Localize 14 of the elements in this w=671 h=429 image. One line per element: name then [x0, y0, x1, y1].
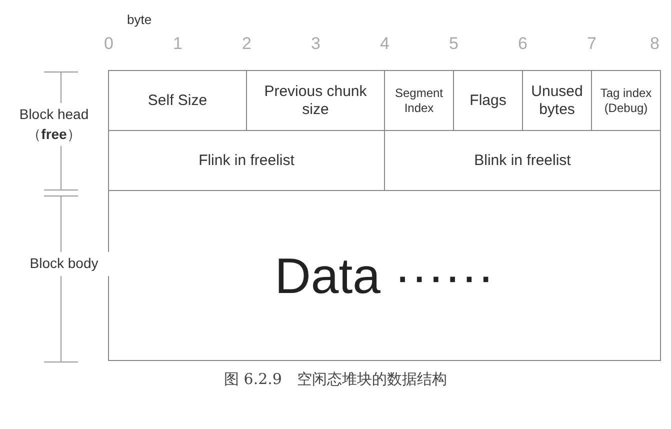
figure-caption: 图 6.2.9 空闲态堆块的数据结构	[223, 370, 448, 389]
field-cell: Self Size	[108, 70, 247, 131]
tick-number: 2	[242, 34, 252, 54]
tick-number: 5	[449, 34, 458, 54]
data-area: Data ······	[108, 190, 661, 361]
tick-number: 8	[650, 34, 660, 54]
tick-number: 3	[311, 34, 320, 54]
tick-number: 1	[173, 34, 182, 54]
unit-label: byte	[127, 12, 152, 27]
tick-number: 0	[104, 34, 114, 54]
field-cell: Tag index (Debug)	[591, 70, 661, 131]
tick-number: 4	[380, 34, 390, 54]
tick-number: 6	[518, 34, 528, 54]
tick-number: 7	[587, 34, 596, 54]
